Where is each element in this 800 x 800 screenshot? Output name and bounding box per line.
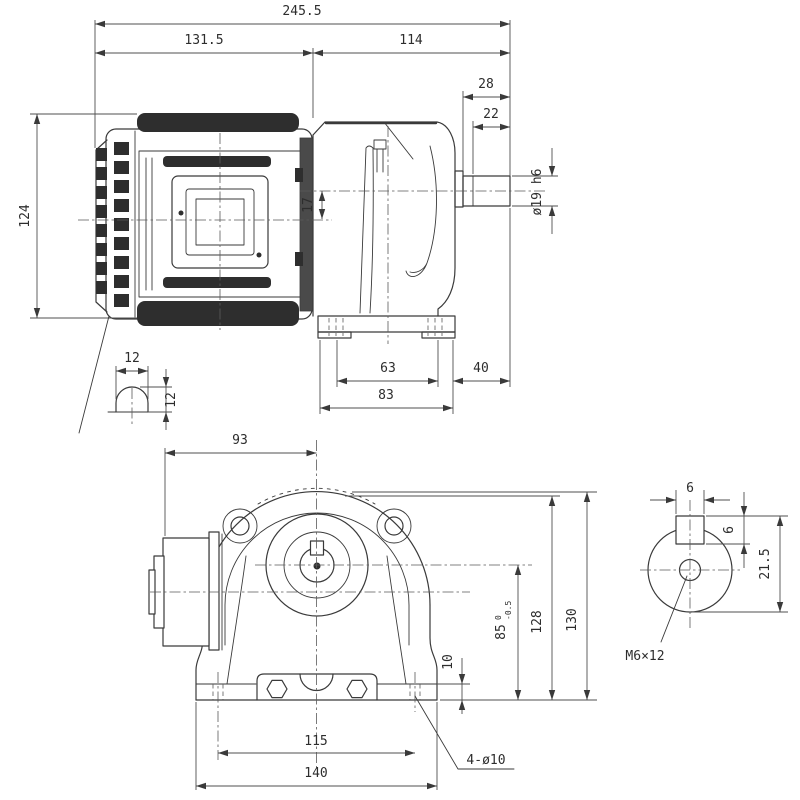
dim-base-width: 140 [304, 766, 327, 781]
svg-text:-0.5: -0.5 [504, 601, 513, 620]
stator-frame [138, 150, 303, 298]
casting-rib [359, 145, 374, 314]
dim-eyebolt-height: 12 [164, 392, 179, 408]
motor-cap-front [148, 531, 223, 651]
shaft-end-detail: 6 6 21.5 M6×12 [625, 481, 788, 664]
hex-hole [266, 679, 288, 699]
housing-outline [312, 121, 456, 317]
motor-body [95, 113, 314, 326]
dim-foot-holes: 4-ø10 [466, 753, 505, 768]
inner-wall [224, 512, 410, 646]
lug-boss [376, 508, 412, 544]
dim-key-height: 6 [722, 526, 737, 534]
eyebolt-detail: 12 12 [78, 315, 179, 434]
front-view-dimensions: 93 85 0 -0.5 128 130 10 115 140 4-ø10 [164, 433, 597, 790]
shaft-collar [454, 170, 464, 208]
side-view-dimensions: 245.5 131.5 114 28 22 ø19 h6 124 17 63 [18, 4, 558, 414]
dim-overall-height: 130 [565, 608, 580, 631]
eyebolt-profile [115, 386, 149, 413]
ribs [226, 555, 407, 685]
dim-tapped-hole: M6×12 [625, 649, 664, 664]
cooling-fins [96, 142, 129, 307]
casting-rib [405, 145, 437, 277]
dim-foot-hole-span-front: 115 [304, 734, 327, 749]
dim-axis-offset: 17 [301, 197, 316, 213]
dim-shaft-center-height: 85 0 -0.5 [494, 601, 513, 640]
side-view: 245.5 131.5 114 28 22 ø19 h6 124 17 63 [18, 4, 558, 414]
leader-tapped-hole [660, 575, 688, 643]
hex-hole [346, 679, 368, 699]
base-plate [256, 673, 378, 701]
dim-key-to-bottom: 21.5 [758, 548, 773, 579]
svg-text:85: 85 [494, 624, 509, 640]
output-shaft-side [454, 170, 511, 208]
center-hole [313, 562, 321, 570]
dim-foot-hole-span: 63 [380, 361, 396, 376]
svg-text:0: 0 [494, 615, 503, 620]
motor-top-band [137, 113, 299, 132]
screw-dot [256, 252, 262, 258]
gear-housing [312, 121, 456, 339]
dim-eyebolt-width: 12 [124, 351, 140, 366]
dim-shaft-boss-length: 28 [478, 77, 494, 92]
leader-line [78, 315, 110, 434]
leader-foot-holes [414, 695, 515, 770]
dim-shaft-length: 22 [483, 107, 499, 122]
dim-body-height: 128 [530, 610, 545, 633]
dim-foot-to-shaft-end: 40 [473, 361, 489, 376]
dim-gearbox-length: 114 [399, 33, 423, 48]
dim-foot-length: 83 [378, 388, 394, 403]
dim-overall-length: 245.5 [282, 4, 321, 19]
dim-motor-length: 131.5 [184, 33, 223, 48]
dim-motor-height: 124 [18, 204, 33, 228]
lug-boss [222, 508, 258, 544]
dim-foot-thickness: 10 [441, 654, 456, 670]
bolt [373, 139, 387, 150]
dim-shaft-diameter: ø19 h6 [530, 169, 545, 216]
motor-bottom-band [137, 301, 299, 326]
dim-motor-face-to-center: 93 [232, 433, 248, 448]
lug-hole [230, 516, 250, 536]
dim-key-width: 6 [686, 481, 694, 496]
keyway-front [309, 540, 325, 556]
lug-hole [384, 516, 404, 536]
front-view: 93 85 0 -0.5 128 130 10 115 140 4-ø10 [148, 433, 597, 790]
housing-front [195, 487, 438, 701]
foot-hole-hidden [212, 684, 421, 700]
mounting-foot-side [317, 315, 456, 339]
motor-flange [299, 137, 314, 312]
screw-dot [178, 210, 184, 216]
